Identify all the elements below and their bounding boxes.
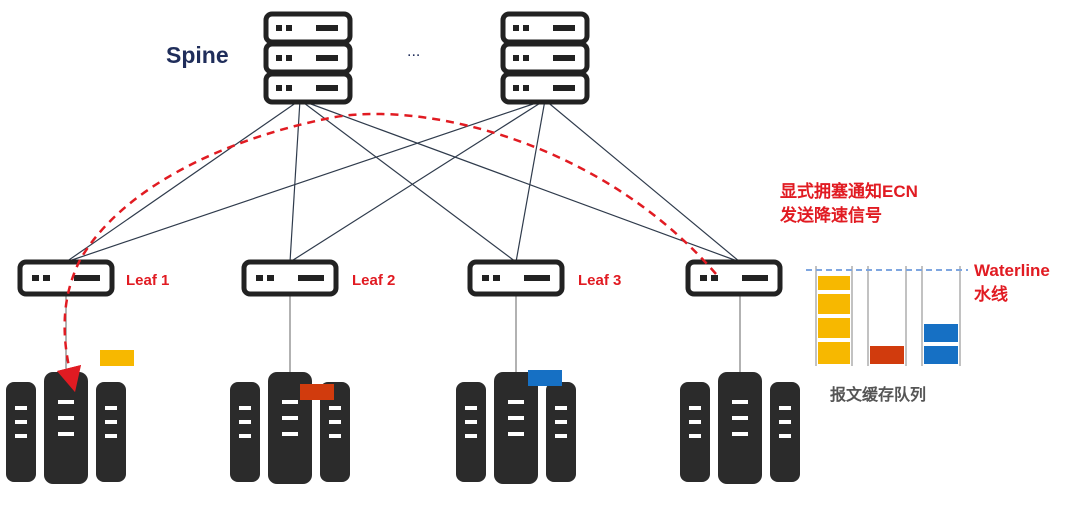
- leaf-1-label: Leaf 1: [126, 272, 169, 289]
- packet-yellow: [100, 350, 134, 366]
- buffer-queues: [806, 266, 968, 366]
- ecn-signal-path: [56, 112, 717, 393]
- leaf-3-label: Leaf 3: [578, 272, 621, 289]
- server-group-3: [456, 372, 576, 484]
- packet-blue: [528, 370, 562, 386]
- leaf-switch-4: [688, 262, 780, 294]
- ecn-note-line1: 显式拥塞通知ECN: [780, 181, 918, 201]
- leaf-2-label: Leaf 2: [352, 272, 395, 289]
- spine-switch-2: [503, 14, 587, 102]
- leaf-switch-1: [20, 262, 112, 294]
- queue-caption: 报文缓存队列: [830, 385, 926, 404]
- waterline-label-en: Waterline: [974, 261, 1050, 280]
- spine-leaf-links: [65, 99, 741, 263]
- ecn-note-line2: 发送降速信号: [779, 205, 882, 225]
- spine-switch-1: [266, 14, 350, 102]
- queue-red-packet: [870, 346, 904, 364]
- waterline-label-cn: 水线: [974, 284, 1008, 304]
- packet-red: [300, 384, 334, 400]
- leaf-switch-2: [244, 262, 336, 294]
- leaf-server-links: [65, 296, 741, 372]
- queue-yellow-packet: [818, 276, 850, 290]
- spine-ellipsis: ...: [407, 43, 420, 60]
- server-group-4: [680, 372, 800, 484]
- queue-blue-packet: [924, 324, 958, 342]
- leaf-switch-3: [470, 262, 562, 294]
- spine-label: Spine: [166, 42, 229, 68]
- server-group-1: [6, 372, 126, 484]
